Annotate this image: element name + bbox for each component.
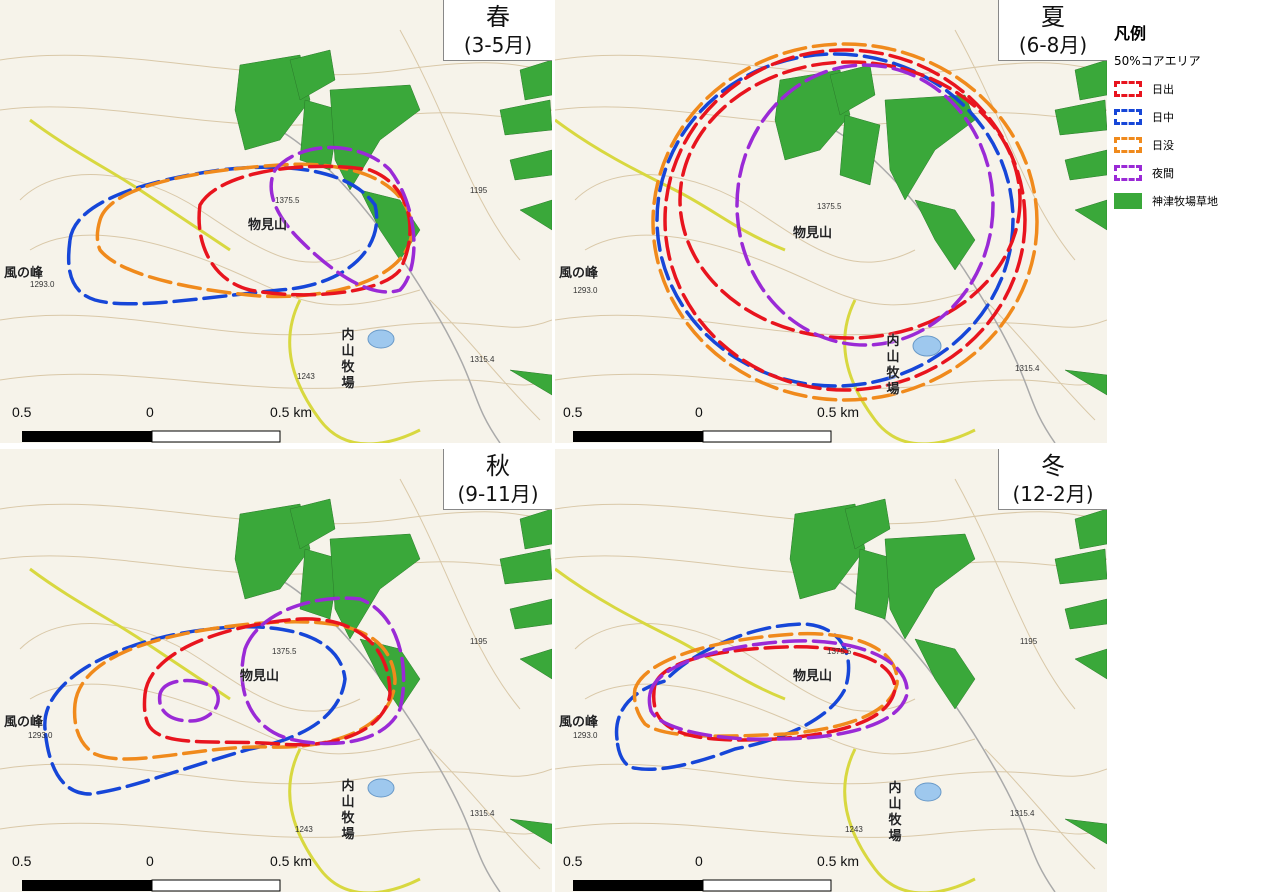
label-farm: 内山牧場 [886, 334, 900, 397]
legend-item-night: 夜間 [1114, 159, 1254, 187]
map-panel-spring: 物見山 風の峰 内山牧場 1375.5 1293.0 1195 1315.4 1… [0, 0, 552, 443]
label-ridge: 風の峰 [559, 266, 599, 281]
legend-label: 日没 [1152, 139, 1174, 152]
season-label-winter: 冬 (12-2月) [998, 449, 1107, 510]
legend: 凡例 50%コアエリア 日出 日中 日没 夜間 神津牧場草地 [1114, 20, 1254, 215]
legend-label: 神津牧場草地 [1152, 195, 1218, 208]
map-panel-summer: 物見山 風の峰 内山牧場 1375.5 1293.0 1315.4 0.5 0 … [555, 0, 1107, 443]
label-mountain: 物見山 [793, 226, 833, 241]
elev-southeast: 1315.4 [1015, 364, 1040, 373]
elev-peak: 1375.5 [275, 196, 300, 205]
legend-label: 日中 [1152, 111, 1174, 124]
elev-east: 1195 [1020, 637, 1038, 646]
season-name: 秋 [486, 452, 510, 480]
map-panel-autumn: 物見山 風の峰 内山牧場 1375.5 1293.0 1195 1315.4 1… [0, 449, 552, 892]
map-panel-winter: 物見山 風の峰 内山牧場 1375.5 1293.0 1195 1315.4 1… [555, 449, 1107, 892]
map-winter [555, 449, 1107, 892]
scale-mid: 0 [695, 404, 703, 420]
label-farm: 内山牧場 [341, 328, 355, 391]
legend-label: 夜間 [1152, 167, 1174, 180]
scale-left: 0.5 [12, 404, 32, 420]
legend-item-daytime: 日中 [1114, 103, 1254, 131]
legend-item-grassland: 神津牧場草地 [1114, 187, 1254, 215]
season-name: 春 [486, 3, 510, 31]
label-ridge: 風の峰 [559, 715, 599, 730]
label-farm: 内山牧場 [341, 779, 355, 842]
season-label-summer: 夏 (6-8月) [998, 0, 1107, 61]
elev-east: 1195 [470, 186, 488, 195]
legend-label: 日出 [1152, 83, 1174, 96]
legend-item-sunrise: 日出 [1114, 75, 1254, 103]
elev-peak: 1375.5 [817, 202, 842, 211]
scale-right: 0.5 km [270, 404, 313, 420]
elev-ridge: 1293.0 [573, 731, 598, 740]
elev-ridge: 1293.0 [28, 731, 53, 740]
season-name: 冬 [1041, 452, 1065, 480]
season-months: (3-5月) [463, 33, 533, 57]
season-label-spring: 春 (3-5月) [443, 0, 552, 61]
map-summer [555, 0, 1107, 443]
scale-mid: 0 [146, 404, 154, 420]
scale-mid: 0 [146, 853, 154, 869]
elev-south: 1243 [845, 825, 863, 834]
elev-ridge: 1293.0 [30, 280, 55, 289]
label-ridge: 風の峰 [4, 266, 44, 281]
map-autumn [0, 449, 552, 892]
elev-peak: 1375.5 [272, 647, 297, 656]
map-spring [0, 0, 552, 443]
legend-swatch-grassland [1114, 193, 1142, 209]
scale-right: 0.5 km [817, 404, 860, 420]
label-mountain: 物見山 [248, 218, 288, 233]
label-mountain: 物見山 [793, 669, 833, 684]
legend-item-sunset: 日没 [1114, 131, 1254, 159]
season-months: (12-2月) [1012, 482, 1094, 506]
elev-peak: 1375.5 [827, 647, 852, 656]
season-name: 夏 [1041, 3, 1065, 31]
scale-left: 0.5 [563, 404, 583, 420]
legend-title: 凡例 [1114, 24, 1147, 43]
scale-mid: 0 [695, 853, 703, 869]
label-farm: 内山牧場 [888, 781, 902, 844]
legend-swatch-sunset [1114, 137, 1142, 153]
elev-ridge: 1293.0 [573, 286, 598, 295]
elev-southeast: 1315.4 [470, 809, 495, 818]
scale-right: 0.5 km [817, 853, 860, 869]
scale-left: 0.5 [12, 853, 32, 869]
elev-south: 1243 [297, 372, 315, 381]
elev-east: 1195 [470, 637, 488, 646]
scale-left: 0.5 [563, 853, 583, 869]
elev-south: 1243 [295, 825, 313, 834]
season-label-autumn: 秋 (9-11月) [443, 449, 552, 510]
elev-southeast: 1315.4 [470, 355, 495, 364]
season-months: (9-11月) [457, 482, 539, 506]
label-mountain: 物見山 [240, 669, 280, 684]
legend-subtitle: 50%コアエリア [1114, 54, 1201, 68]
legend-swatch-sunrise [1114, 81, 1142, 97]
season-months: (6-8月) [1018, 33, 1088, 57]
legend-swatch-night [1114, 165, 1142, 181]
label-ridge: 風の峰 [4, 715, 44, 730]
scale-right: 0.5 km [270, 853, 313, 869]
legend-swatch-daytime [1114, 109, 1142, 125]
elev-southeast: 1315.4 [1010, 809, 1035, 818]
